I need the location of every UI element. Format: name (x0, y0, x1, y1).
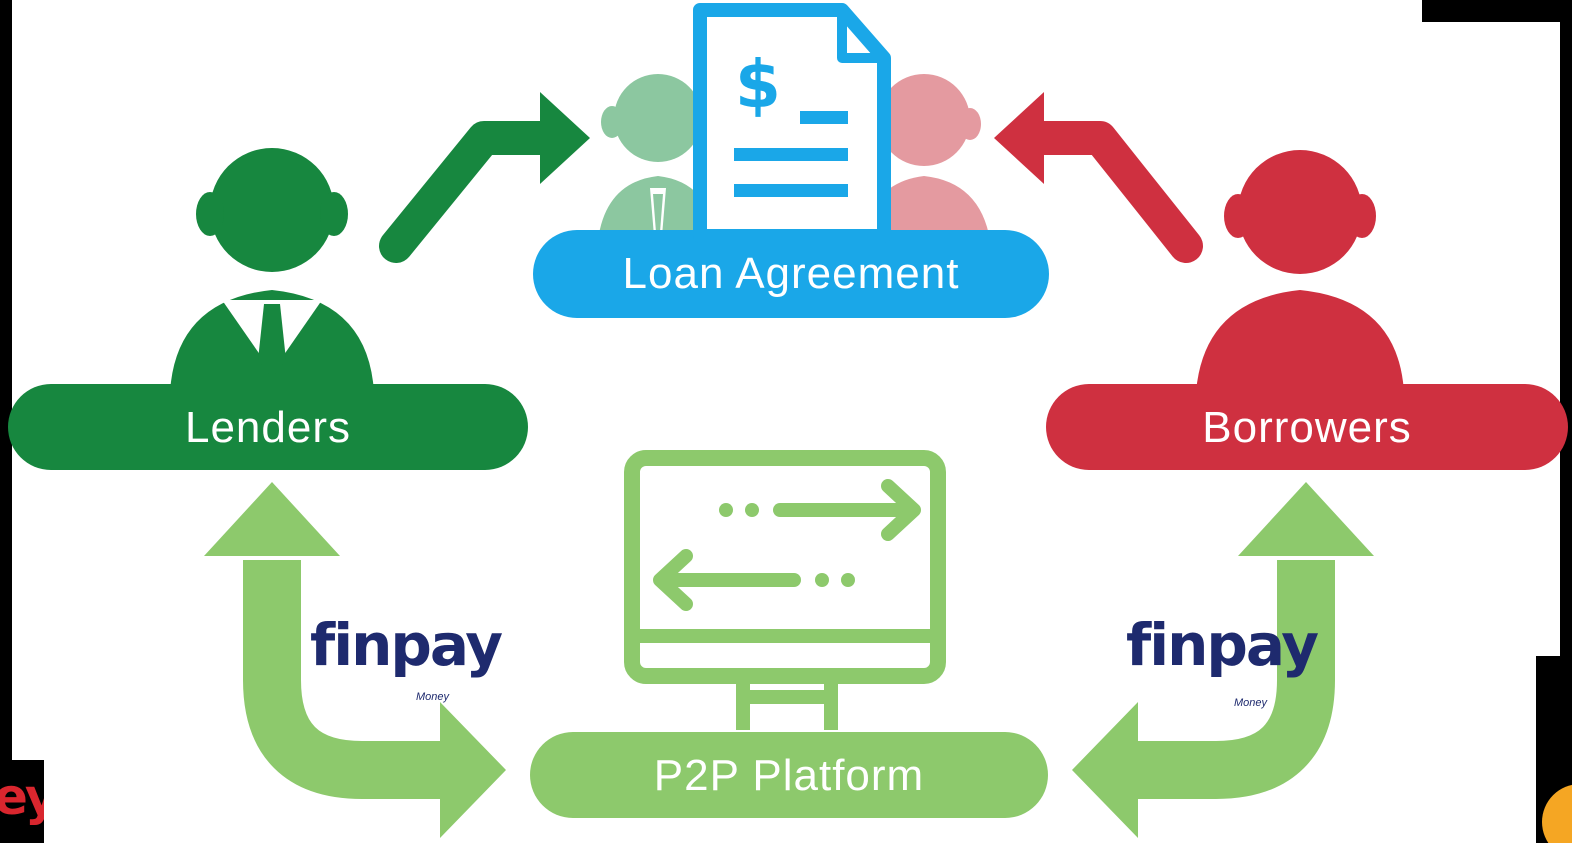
corner-block-bottom-right (1536, 656, 1572, 843)
corner-block-top-right (1422, 0, 1572, 22)
faded-lender-icon (598, 74, 716, 240)
corner-block-top-left (0, 0, 12, 30)
corner-logo-fragment: ey (0, 770, 44, 830)
lender-to-agreement-arrow (379, 92, 590, 263)
platform-lenders-arrow (204, 482, 506, 838)
finpay-logo-left-sub: Money (416, 691, 450, 703)
lenders-label: Lenders (184, 403, 351, 452)
lenders-pill (8, 384, 528, 470)
borrower-to-agreement-arrow (994, 92, 1203, 263)
p2p-platform-label: P2P Platform (653, 751, 925, 800)
monitor-transfer-icon (624, 450, 946, 730)
lender-person-icon (170, 148, 374, 392)
corner-block-bottom-left (0, 760, 44, 843)
loan-agreement-label: Loan Agreement (622, 249, 960, 298)
document-dollar-icon (693, 3, 891, 243)
finpay-logo-left: finpay Money (310, 616, 503, 706)
document-dollar-symbol: $ (735, 46, 781, 123)
finpay-logo-right-sub: Money (1234, 697, 1268, 709)
p2p-platform-pill (530, 732, 1048, 818)
finpay-logo-right: finpay Money (1126, 616, 1319, 709)
loan-agreement-pill (533, 230, 1049, 318)
corner-logo-fragment-text: ey (0, 770, 44, 826)
finpay-logo-right-word: finpay (1126, 611, 1319, 679)
borrowers-pill (1046, 384, 1568, 470)
finpay-logo-left-word: finpay (310, 611, 503, 679)
borrower-person-icon (1196, 150, 1404, 392)
faded-borrower-icon (860, 74, 990, 240)
platform-borrowers-arrow (1072, 482, 1374, 838)
borrowers-label: Borrowers (1202, 403, 1412, 452)
